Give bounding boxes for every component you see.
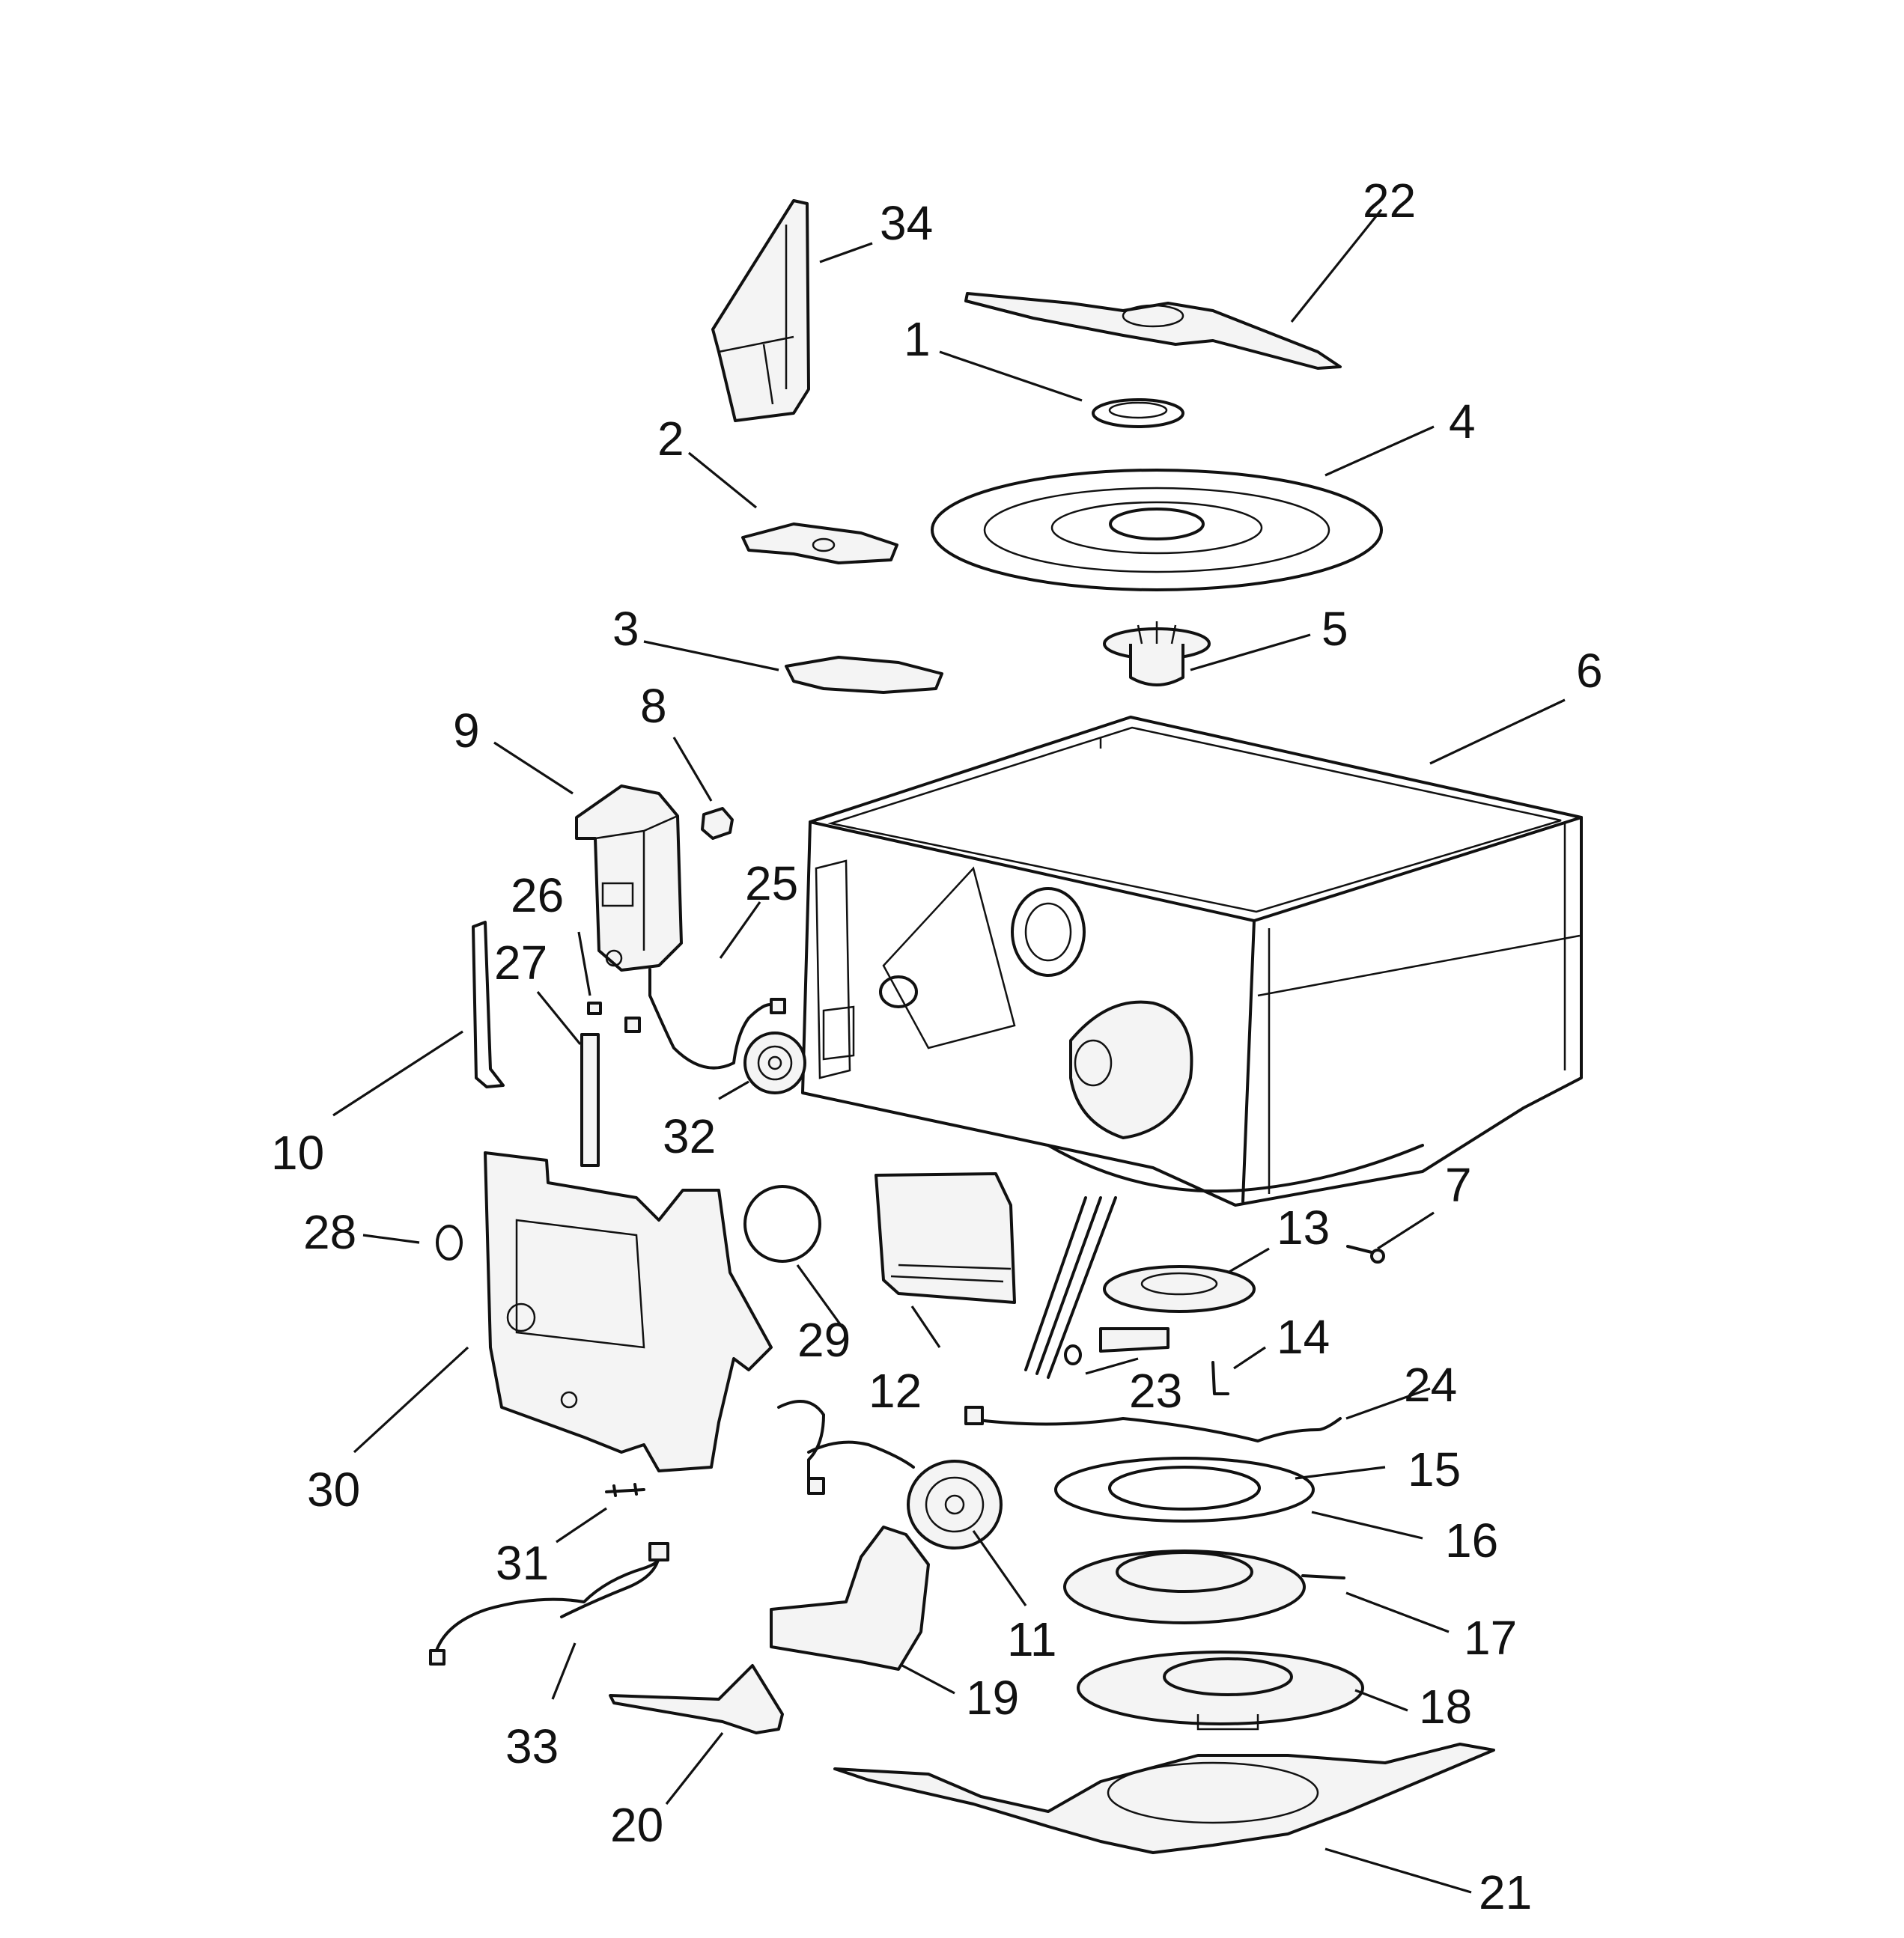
callout-17: 17	[1464, 1611, 1517, 1665]
part-29-gasket	[743, 1185, 821, 1263]
part-13-pump-assembly	[1099, 1265, 1256, 1353]
callout-3: 3	[612, 602, 639, 656]
part-15-ring	[1108, 1466, 1261, 1511]
part-12-control-board	[875, 1172, 1016, 1304]
part-28-o-ring	[436, 1225, 463, 1261]
part-23-seal	[1064, 1344, 1082, 1365]
callout-13: 13	[1277, 1201, 1330, 1255]
part-17-sump-plate	[1063, 1550, 1345, 1624]
callout-12: 12	[869, 1364, 922, 1418]
callout-18: 18	[1419, 1680, 1472, 1734]
callout-20: 20	[610, 1798, 663, 1852]
callout-24: 24	[1404, 1358, 1457, 1412]
callout-16: 16	[1445, 1514, 1498, 1567]
part-30-base-frame	[484, 1151, 773, 1472]
callout-2: 2	[657, 412, 684, 466]
callout-32: 32	[663, 1109, 716, 1163]
part-10-bracket	[472, 921, 505, 1088]
callout-26: 26	[511, 868, 564, 922]
part-9-dispenser	[575, 784, 683, 972]
part-33-wire-harness	[429, 1542, 669, 1666]
callout-29: 29	[797, 1313, 851, 1367]
part-26-clip	[587, 1002, 602, 1015]
part-4-filter-disk	[931, 469, 1383, 591]
part-2-filter	[741, 522, 898, 564]
part-34-guide	[711, 199, 810, 422]
callout-10: 10	[271, 1126, 324, 1180]
part-1-ring	[1092, 398, 1184, 428]
callout-25: 25	[745, 856, 798, 910]
callout-22: 22	[1363, 174, 1416, 228]
callout-4: 4	[1449, 394, 1476, 448]
callout-15: 15	[1408, 1442, 1461, 1496]
callout-8: 8	[640, 679, 667, 733]
part-11-fan	[777, 1400, 1003, 1550]
part-8-connector	[701, 807, 734, 840]
part-21-base-pan	[833, 1743, 1495, 1854]
callout-27: 27	[494, 936, 547, 990]
callout-6: 6	[1576, 644, 1603, 698]
callout-33: 33	[505, 1719, 559, 1773]
callout-14: 14	[1277, 1310, 1330, 1364]
part-7-screw	[1346, 1245, 1385, 1264]
callout-1: 1	[904, 312, 931, 366]
part-24-wire-harness	[964, 1196, 1342, 1442]
part-19-duct	[770, 1526, 930, 1671]
callout-19: 19	[966, 1671, 1019, 1725]
callout-5: 5	[1321, 602, 1348, 656]
callout-11: 11	[1007, 1612, 1056, 1666]
callout-labels: 1 2 3 4 5 6 7 8 9 10 11 12 13 14 15 16 1…	[271, 174, 1603, 1919]
part-3-basket	[785, 656, 943, 694]
callout-31: 31	[496, 1536, 549, 1590]
part-18-sump-base	[1077, 1651, 1364, 1731]
callout-23: 23	[1129, 1364, 1182, 1418]
callout-7: 7	[1445, 1158, 1472, 1212]
part-16-gasket	[1054, 1457, 1315, 1523]
part-22-spray-arm	[964, 292, 1342, 370]
callout-21: 21	[1479, 1865, 1532, 1919]
part-6-tub	[801, 716, 1583, 1207]
leader-lines	[332, 209, 1566, 1894]
callout-34: 34	[880, 196, 933, 250]
part-27-tube	[580, 1033, 600, 1167]
callout-28: 28	[303, 1205, 356, 1259]
callout-30: 30	[307, 1463, 360, 1517]
callout-9: 9	[453, 704, 480, 758]
part-20-bracket	[609, 1664, 784, 1734]
part-31-clip	[605, 1483, 645, 1497]
part-5-pump-hub	[1103, 621, 1211, 686]
part-14-sensor	[1211, 1361, 1229, 1395]
part-25-wire	[624, 968, 786, 1070]
part-32-pump	[743, 1032, 806, 1094]
